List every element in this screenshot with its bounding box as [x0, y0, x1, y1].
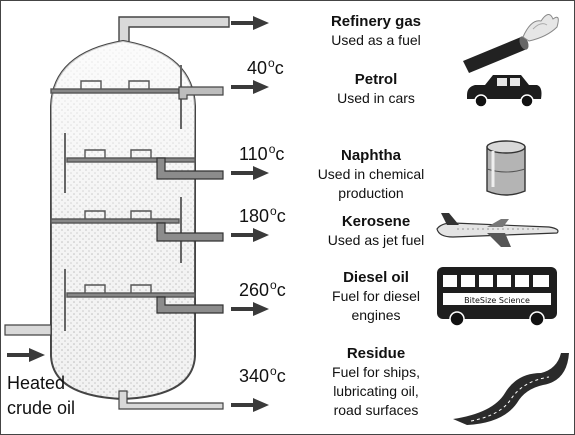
fraction-use: engines [351, 307, 401, 323]
temperature-value: 260 [239, 280, 270, 300]
fraction-use: road surfaces [333, 402, 419, 418]
temperature-diesel: 260oc [239, 278, 286, 301]
arrow-residue [231, 398, 269, 412]
fraction-name: Diesel oil [343, 269, 409, 286]
bus-sign: BiteSize Science [464, 296, 530, 305]
degree-sign: o [270, 278, 277, 292]
fraction-use: production [338, 185, 404, 201]
fraction-use: Used as a fuel [331, 32, 421, 48]
fraction-label-diesel: Diesel oil Fuel for diesel engines [301, 268, 451, 325]
arrow-diesel [231, 302, 269, 316]
arrow-refinery-gas [231, 16, 269, 30]
crude-oil-input-label: Heated crude oil [7, 371, 75, 421]
temperature-value: 110 [239, 144, 268, 164]
fraction-name: Kerosene [341, 213, 411, 230]
fraction-use: Fuel for ships, [332, 364, 420, 380]
arrow-naphtha [231, 166, 269, 180]
tray-2 [64, 133, 196, 193]
fraction-use: Used in chemical [317, 166, 425, 182]
temperature-suffix: c [275, 144, 285, 164]
tray-3 [50, 197, 182, 263]
fraction-label-residue: Residue Fuel for ships, lubricating oil,… [301, 344, 451, 420]
barrel-icon [486, 140, 526, 196]
car-icon [467, 75, 542, 108]
temperature-suffix: c [274, 58, 284, 78]
temperature-suffix: c [276, 280, 286, 300]
arrow-crude-input [7, 348, 45, 362]
outlet-pipe-diesel [156, 296, 224, 314]
fraction-use: lubricating oil, [333, 383, 419, 399]
fraction-use: Fuel for diesel [332, 288, 420, 304]
outlet-pipe-kerosene [156, 222, 224, 242]
fraction-name: Refinery gas [330, 13, 422, 30]
degree-sign: o [270, 364, 277, 378]
degree-sign: o [270, 204, 277, 218]
input-label-line-2: crude oil [7, 398, 76, 418]
degree-sign: o [268, 142, 276, 156]
crude-oil-inlet-pipe [4, 324, 52, 336]
airplane-icon [436, 213, 559, 247]
temperature-value: 40 [247, 58, 268, 78]
temperature-residue: 340oc [239, 364, 286, 387]
gas-flame-icon [463, 14, 559, 73]
temperature-petrol: 40oc [247, 56, 284, 79]
outlet-pipe-naphtha [156, 157, 224, 180]
input-label-line-1: Heated [7, 373, 66, 393]
arrow-kerosene [231, 228, 269, 242]
fraction-label-kerosene: Kerosene Used as jet fuel [301, 212, 451, 250]
temperature-value: 340 [239, 366, 270, 386]
arrows [7, 16, 269, 412]
fraction-use: Used as jet fuel [327, 232, 425, 248]
fraction-label-naphtha: Naphtha Used in chemical production [291, 146, 451, 203]
top-outlet-pipe [118, 16, 230, 44]
road-icon [453, 353, 569, 425]
tray-4 [64, 269, 196, 331]
temperature-kerosene: 180oc [239, 204, 286, 227]
fraction-label-petrol: Petrol Used in cars [301, 70, 451, 108]
fraction-label-refinery-gas: Refinery gas Used as a fuel [301, 12, 451, 50]
outlet-pipe-petrol [178, 86, 224, 100]
fraction-use: Used in cars [337, 90, 415, 106]
temperature-value: 180 [239, 206, 270, 226]
temperature-suffix: c [276, 206, 286, 226]
fraction-name: Petrol [354, 71, 398, 88]
degree-sign: o [268, 56, 275, 70]
temperature-naphtha: 110oc [239, 142, 285, 165]
temperature-suffix: c [276, 366, 286, 386]
fraction-name: Naphtha [341, 147, 401, 164]
fraction-name: Residue [346, 345, 406, 362]
bottom-outlet-pipe [118, 390, 224, 410]
bus-icon: BiteSize Science [437, 267, 557, 327]
arrow-petrol [231, 80, 269, 94]
